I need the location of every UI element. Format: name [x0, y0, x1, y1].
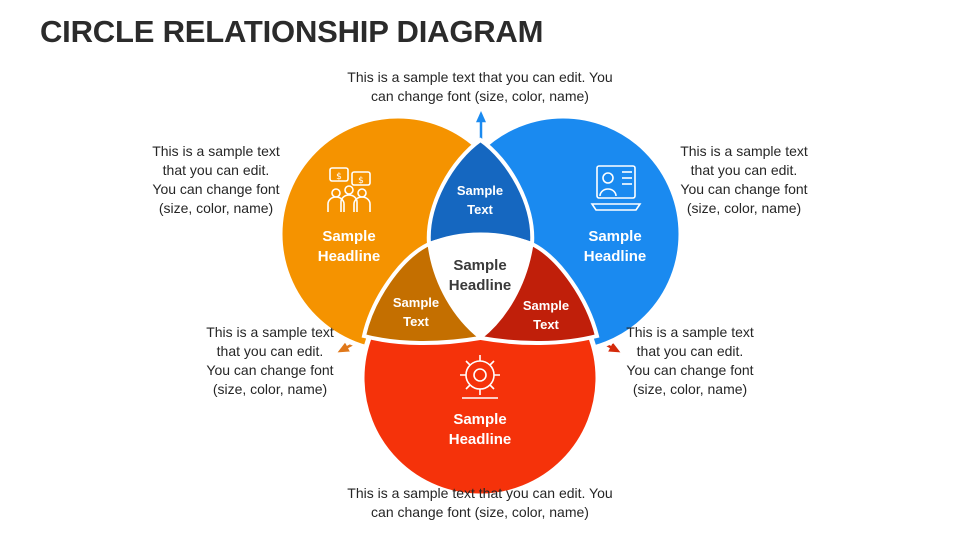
center-headline-line2: Headline [449, 277, 512, 294]
svg-text:$: $ [336, 172, 342, 182]
center-region [427, 232, 534, 340]
note-lower-left-line3: You can change font [206, 362, 334, 378]
note-lower-right-line3: You can change font [626, 362, 754, 378]
note-upper-left-line4: (size, color, name) [158, 200, 274, 216]
note-bottom-line1: This is a sample text that you can edit.… [347, 485, 613, 501]
bottom-headline-line2: Headline [449, 431, 512, 448]
right-intersection-line2: Text [533, 317, 559, 332]
computer-user-icon [590, 165, 642, 211]
note-lower-right-line1: This is a sample text [626, 324, 754, 340]
left-headline-line2: Headline [318, 248, 381, 265]
note-upper-right-line2: that you can edit. [690, 162, 798, 178]
note-top-line1: This is a sample text that you can edit.… [347, 69, 613, 85]
note-top-line2: can change font (size, color, name) [371, 88, 589, 104]
note-lower-right-line4: (size, color, name) [632, 381, 748, 397]
note-top: This is a sample text that you can edit.… [280, 68, 680, 106]
center-headline-line1: Sample [453, 257, 506, 274]
top-intersection-line1: Sample [457, 183, 503, 198]
note-lower-right-line2: that you can edit. [636, 343, 744, 359]
gear-wrench-icon [460, 355, 500, 399]
note-lower-right: This is a sample text that you can edit.… [610, 323, 770, 399]
right-headline-line2: Headline [584, 248, 647, 265]
note-bottom: This is a sample text that you can edit.… [280, 484, 680, 522]
left-intersection-line1: Sample [393, 295, 439, 310]
people-money-icon: $ $ [327, 167, 371, 212]
note-upper-left-line2: that you can edit. [162, 162, 270, 178]
note-upper-right: This is a sample text that you can edit.… [664, 142, 824, 218]
note-bottom-line2: can change font (size, color, name) [371, 504, 589, 520]
right-headline-line1: Sample [588, 228, 641, 245]
note-upper-right-line4: (size, color, name) [686, 200, 802, 216]
note-upper-left-line1: This is a sample text [152, 143, 280, 159]
page-title: CIRCLE RELATIONSHIP DIAGRAM [40, 14, 544, 49]
note-lower-left: This is a sample text that you can edit.… [190, 323, 350, 399]
svg-text:$: $ [358, 176, 364, 186]
note-upper-right-line1: This is a sample text [680, 143, 808, 159]
note-lower-left-line2: that you can edit. [216, 343, 324, 359]
note-upper-right-line3: You can change font [680, 181, 808, 197]
top-intersection-line2: Text [467, 202, 493, 217]
note-lower-left-line4: (size, color, name) [212, 381, 328, 397]
note-upper-left-line3: You can change font [152, 181, 280, 197]
left-intersection-line2: Text [403, 314, 429, 329]
left-headline-line1: Sample [322, 228, 375, 245]
bottom-headline-line1: Sample [453, 411, 506, 428]
right-intersection-line1: Sample [523, 298, 569, 313]
note-lower-left-line1: This is a sample text [206, 324, 334, 340]
note-upper-left: This is a sample text that you can edit.… [136, 142, 296, 218]
